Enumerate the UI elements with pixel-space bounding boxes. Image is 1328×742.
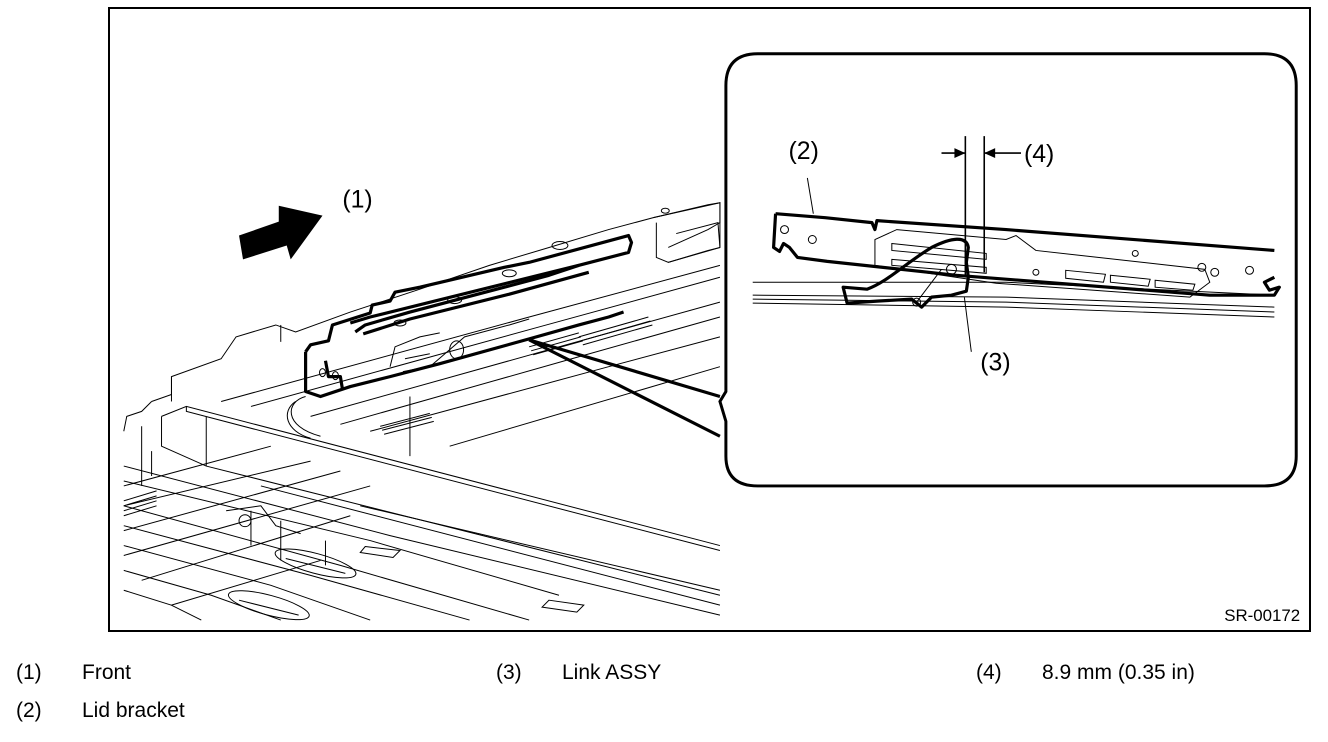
legend-number: (1)	[16, 661, 42, 684]
legend-label: Link ASSY	[562, 661, 662, 684]
callout-3: (3)	[980, 350, 1010, 377]
thick-right-arrow-icon	[239, 205, 323, 260]
figure-id: SR-00172	[1224, 606, 1300, 625]
legend-number: (2)	[16, 699, 42, 722]
callout-1: (1)	[342, 187, 372, 214]
sunroof-lid-bracket-illustration: (1)	[123, 52, 1300, 625]
legend-label: Front	[82, 661, 132, 684]
callout-2: (2)	[788, 138, 818, 165]
legend-label: Lid bracket	[82, 699, 185, 722]
legend-number: (3)	[496, 661, 522, 684]
inset-leader-lower	[528, 338, 721, 438]
roof-panel-drawing	[123, 202, 721, 621]
inset-leader-upper	[528, 338, 721, 399]
legend-number: (4)	[976, 661, 1002, 684]
illustration-frame: (1)	[108, 7, 1311, 632]
callout-4: (4)	[1024, 141, 1054, 168]
detail-inset	[718, 52, 1298, 488]
legend-label: 8.9 mm (0.35 in)	[1042, 661, 1195, 684]
lid-bracket-main-view	[286, 233, 634, 439]
front-direction-arrow	[239, 205, 323, 260]
